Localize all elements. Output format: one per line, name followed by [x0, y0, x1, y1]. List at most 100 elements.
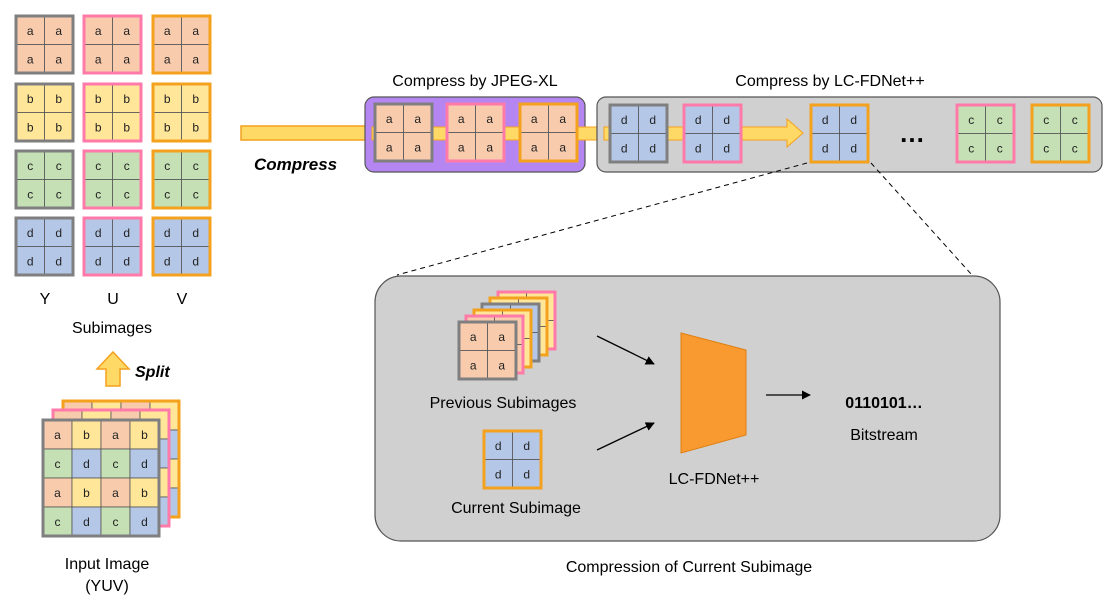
- tile-border: [482, 429, 543, 490]
- tile-cell-letter: a: [164, 24, 171, 38]
- tile-cell-letter: d: [27, 226, 34, 240]
- split-label: Split: [135, 364, 170, 381]
- tile-cell-letter: b: [55, 92, 62, 106]
- tile-cell-letter: a: [531, 112, 538, 126]
- tile-cell-letter: d: [621, 141, 628, 155]
- tile-cell: [181, 112, 211, 142]
- tile-cell-letter: b: [123, 92, 130, 106]
- tile-cell-letter: c: [27, 159, 33, 173]
- mosaic-cell: [100, 506, 131, 537]
- tile-cell-letter: a: [192, 52, 199, 66]
- tile-cell-letter: a: [55, 24, 62, 38]
- tile-cell-letter: b: [55, 120, 62, 134]
- tile-cell-letter: d: [27, 254, 34, 268]
- mosaic-cell-letter: d: [83, 515, 90, 529]
- tile-border: [809, 103, 870, 164]
- tile-cell-letter: a: [486, 140, 493, 154]
- ellipsis: …: [899, 118, 925, 148]
- tile-cell: [152, 217, 182, 247]
- tile-cell-letter: a: [123, 24, 130, 38]
- mosaic-cell: [129, 506, 160, 537]
- tile-cell-letter: d: [192, 226, 199, 240]
- tile-cell: [112, 246, 142, 276]
- tile-border: [955, 103, 1016, 164]
- tile-cell: [446, 132, 476, 162]
- tile-border: [151, 149, 212, 210]
- tile-cell-letter: a: [192, 24, 199, 38]
- tile-cell-letter: c: [56, 159, 62, 173]
- mosaic-cell-letter: d: [141, 515, 148, 529]
- detail-caption: Compression of Current Subimage: [566, 559, 812, 576]
- tile-cell-letter: a: [531, 140, 538, 154]
- tile-cell-letter: b: [95, 92, 102, 106]
- mosaic-cell-letter: c: [55, 457, 61, 471]
- tile-border: [518, 102, 579, 163]
- tile-cell-letter: d: [123, 254, 130, 268]
- subimages-caption: Subimages: [72, 320, 152, 337]
- tile-cell-letter: c: [193, 159, 199, 173]
- tile-cell: [839, 104, 869, 134]
- mosaic-cell: [129, 477, 160, 508]
- tile-cell: [638, 133, 668, 163]
- tile-cell-letter: d: [695, 113, 702, 127]
- mosaic-cell-letter: d: [83, 457, 90, 471]
- tile-cell-letter: c: [968, 141, 974, 155]
- tile-cell-letter: a: [470, 358, 477, 372]
- tile-cell-letter: b: [164, 92, 171, 106]
- tile-cell: [475, 132, 505, 162]
- tile-cell-letter: c: [1072, 141, 1078, 155]
- channel-label-y: Y: [40, 291, 51, 308]
- tile-cell: [374, 103, 404, 133]
- tile-border: [445, 102, 506, 163]
- mosaic-cell-letter: c: [55, 515, 61, 529]
- channel-label-u: U: [107, 291, 119, 308]
- mosaic-cell: [42, 506, 73, 537]
- mosaic-cell: [71, 448, 102, 479]
- tile-cell-letter: a: [27, 24, 34, 38]
- tile-cell: [483, 430, 513, 460]
- tile-cell-letter: a: [498, 358, 505, 372]
- tile-cell: [44, 246, 74, 276]
- tile-cell-letter: d: [523, 439, 530, 453]
- tile-border: [608, 103, 669, 164]
- mosaic-cell-letter: b: [141, 486, 148, 500]
- tile-cell-letter: d: [164, 226, 171, 240]
- tile-cell: [374, 132, 404, 162]
- tile-cell: [839, 133, 869, 163]
- tile-border: [151, 82, 212, 143]
- previous-subimages-label: Previous Subimages: [430, 395, 577, 412]
- tile-cell-letter: d: [723, 113, 730, 127]
- tile-cell-letter: a: [95, 24, 102, 38]
- tile-border: [82, 82, 143, 143]
- tile-cell-letter: a: [27, 52, 34, 66]
- tile-cell-letter: a: [458, 112, 465, 126]
- tile-cell-letter: a: [458, 140, 465, 154]
- tile-cell: [44, 150, 74, 180]
- tile-cell-letter: a: [559, 112, 566, 126]
- tile-cell-letter: d: [695, 141, 702, 155]
- tile-border: [373, 102, 434, 163]
- tile-cell-letter: a: [414, 140, 421, 154]
- tile-cell-letter: d: [55, 254, 62, 268]
- tile-cell: [512, 459, 542, 489]
- compress-label: Compress: [254, 155, 337, 174]
- tile-cell-letter: b: [95, 120, 102, 134]
- tile-cell-letter: d: [822, 141, 829, 155]
- tile-cell-letter: c: [1043, 113, 1049, 127]
- tile-cell-letter: d: [523, 467, 530, 481]
- tile-cell-letter: a: [486, 112, 493, 126]
- tile-cell-letter: b: [164, 120, 171, 134]
- tile-cell-letter: c: [997, 141, 1003, 155]
